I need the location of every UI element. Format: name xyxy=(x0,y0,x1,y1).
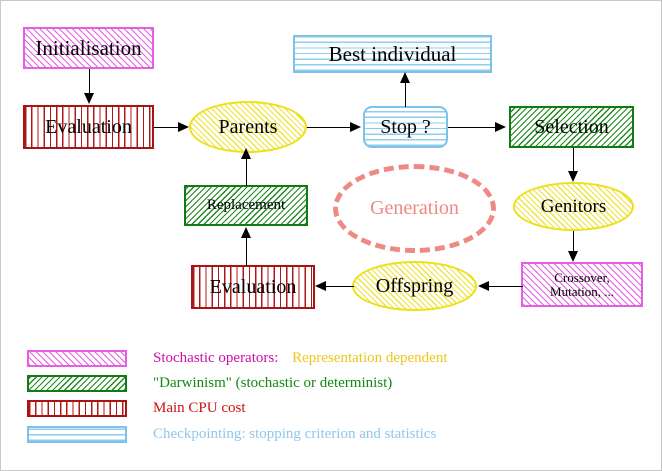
node-evaluation-bottom-label: Evaluation xyxy=(209,275,297,298)
legend-text-stochastic-operators: Stochastic operators: xyxy=(153,349,279,366)
edge-genitors-to-crossover xyxy=(573,231,574,260)
legend-text-darwinism: "Darwinism" (stochastic or determinist) xyxy=(153,374,393,391)
node-evaluation-top-label: Evaluation xyxy=(45,115,132,138)
legend-row-main-cpu-cost: Main CPU cost xyxy=(27,399,246,417)
node-selection: Selection xyxy=(509,106,634,148)
node-generation: Generation xyxy=(333,164,496,253)
edge-offspring-to-evaluation xyxy=(321,286,354,287)
arrowhead-stop-to-best-individual xyxy=(400,72,410,83)
legend-swatch-magenta-hatch xyxy=(27,349,127,367)
node-crossover-mutation: Crossover, Mutation, ... xyxy=(521,262,643,307)
edge-selection-to-genitors xyxy=(573,148,574,176)
legend-text-checkpointing: Checkpointing: stopping criterion and st… xyxy=(153,425,437,442)
arrowhead-parents-to-stop xyxy=(350,122,361,132)
legend-row-darwinism: "Darwinism" (stochastic or determinist) xyxy=(27,374,392,392)
node-best-individual-label: Best individual xyxy=(328,41,457,66)
node-replacement-label: Replacement xyxy=(206,196,286,213)
node-crossover-mutation-label: Crossover, Mutation, ... xyxy=(550,269,614,299)
node-stop-label: Stop ? xyxy=(380,115,431,138)
legend-row-stochastic-operators: Stochastic operators: Representation dep… xyxy=(27,349,448,367)
legend-label-stochastic-operators: Stochastic operators: Representation dep… xyxy=(153,350,448,367)
node-offspring: Offspring xyxy=(352,261,477,311)
edge-evaluation-to-replacement xyxy=(246,235,247,266)
node-selection-label: Selection xyxy=(534,115,609,138)
legend-row-checkpointing: Checkpointing: stopping criterion and st… xyxy=(27,425,436,443)
edge-replacement-to-parents xyxy=(246,157,247,186)
node-stop: Stop ? xyxy=(363,106,448,148)
arrowhead-crossover-to-offspring xyxy=(478,281,489,291)
node-parents: Parents xyxy=(189,101,307,153)
edge-evaluation-to-parents xyxy=(154,127,181,128)
node-evaluation-top: Evaluation xyxy=(23,105,154,149)
arrowhead-replacement-to-parents xyxy=(241,148,251,159)
legend-swatch-blue-horizontal xyxy=(27,425,127,443)
node-offspring-label: Offspring xyxy=(375,274,454,297)
arrowhead-selection-to-genitors xyxy=(568,171,578,182)
node-generation-label: Generation xyxy=(370,197,459,219)
node-evaluation-bottom: Evaluation xyxy=(191,265,315,309)
arrowhead-offspring-to-evaluation xyxy=(315,281,326,291)
legend-text-representation-dependent: Representation dependent xyxy=(292,349,448,366)
legend-text-main-cpu-cost: Main CPU cost xyxy=(153,399,246,416)
node-genitors-label: Genitors xyxy=(540,195,607,217)
node-genitors: Genitors xyxy=(513,182,634,231)
node-initialisation: Initialisation xyxy=(23,27,154,69)
arrowhead-initialisation-to-evaluation xyxy=(84,93,94,104)
edge-parents-to-stop xyxy=(307,127,353,128)
arrowhead-genitors-to-crossover xyxy=(568,251,578,262)
edge-crossover-to-offspring xyxy=(483,286,523,287)
node-best-individual: Best individual xyxy=(293,35,492,73)
arrowhead-evaluation-to-parents xyxy=(178,122,189,132)
arrowhead-evaluation-to-replacement xyxy=(241,227,251,238)
node-parents-label: Parents xyxy=(218,115,278,138)
edge-stop-to-selection xyxy=(448,127,498,128)
edge-stop-to-best-individual xyxy=(405,81,406,107)
edge-initialisation-to-evaluation xyxy=(89,69,90,95)
node-initialisation-label: Initialisation xyxy=(35,35,142,60)
legend-swatch-green-hatch xyxy=(27,374,127,392)
arrowhead-stop-to-selection xyxy=(495,122,506,132)
node-replacement: Replacement xyxy=(184,185,308,226)
legend-swatch-red-vertical xyxy=(27,399,127,417)
